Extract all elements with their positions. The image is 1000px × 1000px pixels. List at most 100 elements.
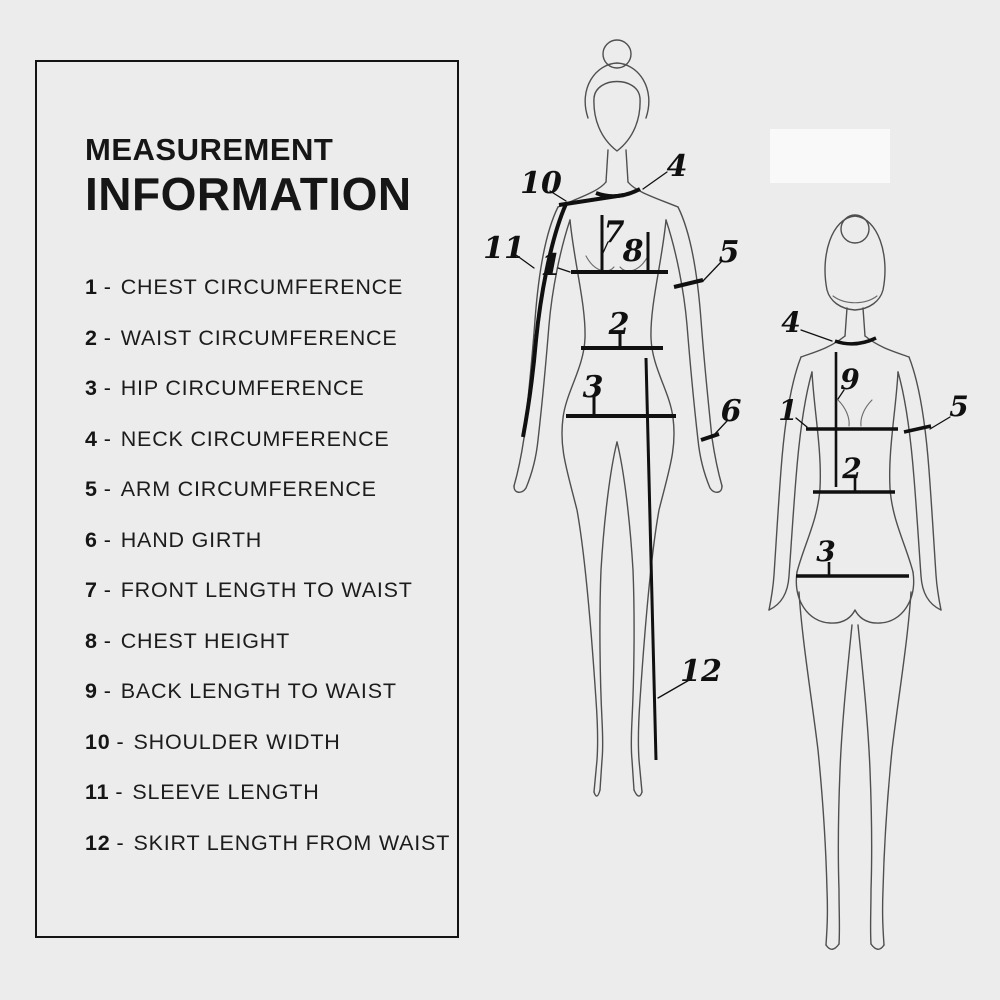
- back-hips-icon: [795, 571, 915, 624]
- pointer-line: [929, 416, 951, 430]
- item-separator: -: [103, 325, 112, 350]
- measurement-item: 7-FRONT LENGTH TO WAIST: [85, 578, 439, 603]
- item-label: SKIRT LENGTH FROM WAIST: [133, 830, 451, 855]
- item-label: HAND GIRTH: [120, 527, 263, 552]
- background-highlight: [770, 129, 890, 183]
- front-label-front-length: 7: [604, 215, 625, 250]
- front-hair-bun-icon: [602, 39, 632, 69]
- item-separator: -: [103, 527, 112, 552]
- back-arm-left-inner-icon: [768, 371, 813, 611]
- pointer-line: [601, 241, 609, 256]
- front-figure: 10 4 11 7 8 1 5 2 3 6 12: [483, 39, 742, 797]
- front-label-neck: 4: [667, 149, 688, 184]
- panel-title-line2: INFORMATION: [85, 167, 412, 220]
- front-label-hand: 6: [721, 394, 742, 429]
- pointer-line: [549, 190, 567, 202]
- front-label-chest-height: 8: [622, 234, 644, 269]
- front-arm-right-outer-icon: [677, 206, 723, 487]
- back-label-back-length: 9: [840, 363, 859, 396]
- item-number: 4: [85, 426, 98, 451]
- back-shoulders-icon: [800, 335, 910, 358]
- back-arm-right-outer-icon: [908, 356, 942, 611]
- back-head-icon: [824, 215, 886, 311]
- back-arm-right-inner-icon: [897, 371, 942, 611]
- item-number: 8: [85, 628, 98, 653]
- item-number: 2: [85, 325, 98, 350]
- pointer-line: [712, 420, 728, 437]
- front-arm-left-outer-icon: [513, 206, 559, 487]
- shoulder-width-line: [558, 193, 625, 207]
- item-number: 11: [85, 780, 110, 805]
- item-label: FRONT LENGTH TO WAIST: [120, 578, 413, 603]
- front-label-chest: 1: [541, 248, 562, 283]
- measurement-item: 9-BACK LENGTH TO WAIST: [85, 679, 439, 704]
- item-number: 3: [85, 376, 98, 401]
- front-hair-icon: [584, 62, 650, 119]
- item-separator: -: [103, 477, 112, 502]
- back-shoulder-blades-icon: [837, 399, 873, 427]
- pointer-line: [515, 254, 535, 269]
- measurement-item: 6-HAND GIRTH: [85, 527, 439, 552]
- back-label-chest: 1: [778, 394, 797, 427]
- back-label-waist: 2: [841, 452, 861, 485]
- front-torso-right-icon: [637, 219, 675, 793]
- measurement-item: 11-SLEEVE LENGTH: [85, 780, 439, 805]
- item-label: WAIST CIRCUMFERENCE: [120, 325, 398, 350]
- measurement-list: 1-CHEST CIRCUMFERENCE 2-WAIST CIRCUMFERE…: [85, 275, 449, 855]
- pointer-line: [557, 267, 571, 273]
- item-number: 6: [85, 527, 98, 552]
- item-separator: -: [103, 426, 112, 451]
- back-neck-line: [834, 336, 877, 346]
- front-arm-right-inner-icon: [665, 219, 723, 493]
- measurement-item: 1-CHEST CIRCUMFERENCE: [85, 275, 439, 300]
- front-feet-icon: [593, 789, 643, 797]
- back-hair-bun-icon: [840, 214, 870, 244]
- pointer-line: [800, 329, 833, 342]
- front-arm-left-inner-icon: [513, 219, 571, 493]
- measurement-item: 3-HIP CIRCUMFERENCE: [85, 376, 439, 401]
- back-feet-icon: [825, 943, 885, 950]
- item-label: CHEST HEIGHT: [120, 628, 291, 653]
- pointer-line: [795, 417, 808, 428]
- back-torso-right-icon: [888, 371, 914, 573]
- item-label: HIP CIRCUMFERENCE: [120, 376, 365, 401]
- item-label: CHEST CIRCUMFERENCE: [120, 275, 404, 300]
- item-label: SHOULDER WIDTH: [133, 729, 341, 754]
- item-label: ARM CIRCUMFERENCE: [120, 477, 377, 502]
- back-leg-inner-left-icon: [837, 624, 853, 945]
- skirt-length-line: [644, 357, 658, 761]
- front-label-sleeve: 11: [483, 231, 525, 266]
- pointer-line: [837, 389, 845, 400]
- measurement-item: 4-NECK CIRCUMFERENCE: [85, 426, 439, 451]
- pointer-line: [642, 171, 668, 190]
- item-label: NECK CIRCUMFERENCE: [120, 426, 390, 451]
- back-arm-left-outer-icon: [768, 356, 802, 611]
- item-separator: -: [103, 376, 112, 401]
- item-separator: -: [116, 830, 125, 855]
- item-label: BACK LENGTH TO WAIST: [120, 679, 397, 704]
- back-leg-outer-right-icon: [881, 591, 912, 946]
- item-separator: -: [103, 578, 112, 603]
- back-neck-icon: [844, 307, 866, 337]
- info-panel: MEASUREMENT INFORMATION 1-CHEST CIRCUMFE…: [35, 60, 459, 938]
- item-number: 1: [85, 275, 98, 300]
- item-separator: -: [116, 729, 125, 754]
- item-label: SLEEVE LENGTH: [132, 780, 320, 805]
- back-label-neck: 4: [781, 306, 800, 339]
- front-label-arm: 5: [719, 235, 740, 270]
- item-number: 12: [85, 830, 111, 855]
- panel-title-line1: MEASUREMENT: [85, 132, 334, 167]
- back-leg-outer-left-icon: [798, 591, 829, 946]
- measurement-item: 12-SKIRT LENGTH FROM WAIST: [85, 830, 449, 855]
- back-leg-inner-right-icon: [857, 624, 873, 945]
- front-label-waist: 2: [608, 307, 630, 342]
- arm-line: [673, 278, 704, 289]
- item-number: 9: [85, 679, 98, 704]
- back-figure: 4 9 1 5 2 3: [768, 214, 969, 950]
- pointer-line: [702, 260, 723, 282]
- front-label-skirt-length: 12: [680, 654, 722, 689]
- front-neck-icon: [605, 149, 629, 183]
- back-hairline-icon: [832, 295, 878, 304]
- front-label-shoulder-width: 10: [520, 166, 562, 201]
